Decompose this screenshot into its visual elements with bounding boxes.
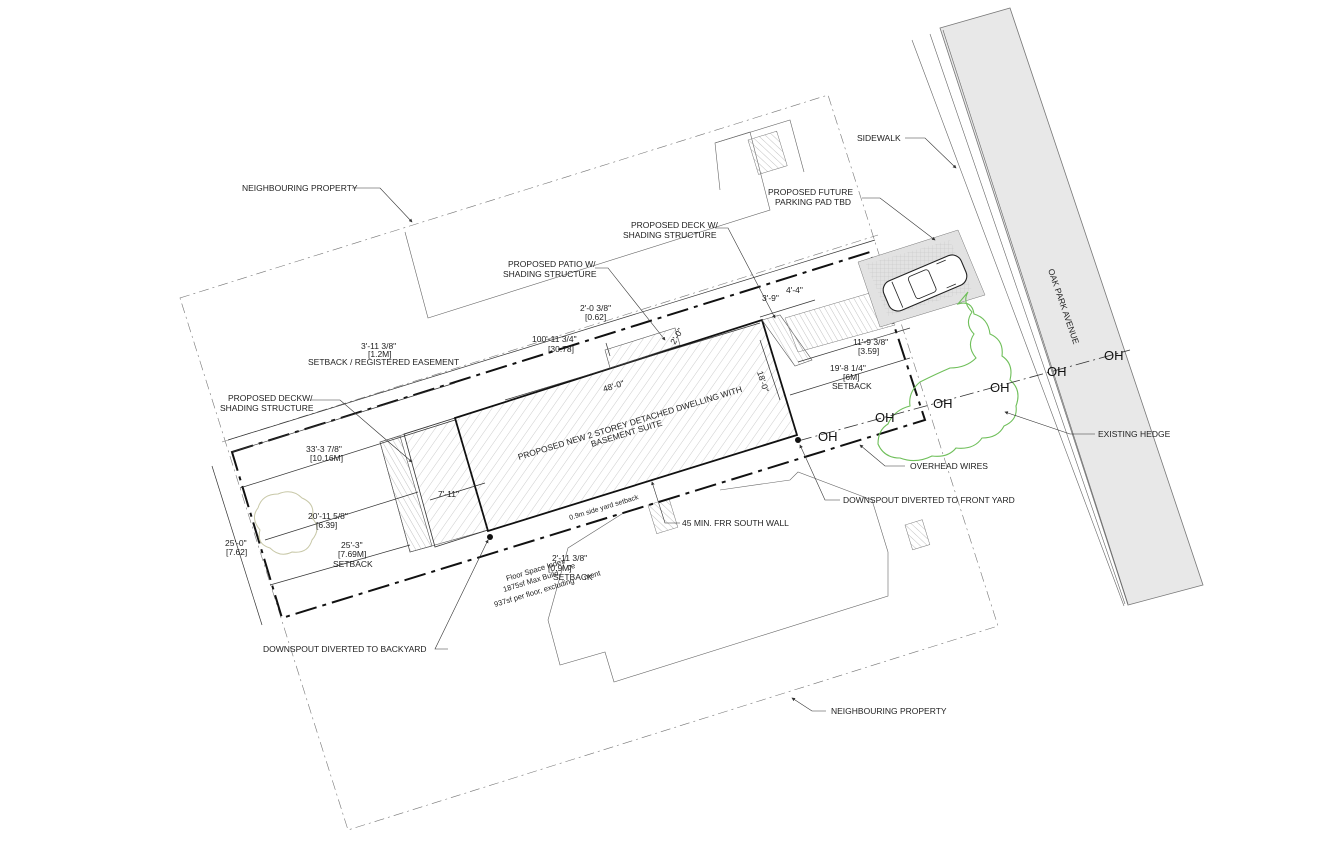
dim-rear-c: 25'-3" (341, 540, 363, 550)
label-sidewalk: SIDEWALK (857, 133, 901, 143)
rear-deck (379, 417, 489, 553)
overall-boundary (179, 94, 999, 831)
easement-line (221, 234, 879, 443)
label-front-deck-2: SHADING STRUCTURE (623, 230, 717, 240)
label-neighbouring-south: NEIGHBOURING PROPERTY (831, 706, 947, 716)
dim-setback-south-m: [0.9M] (548, 563, 572, 573)
neighbour-north-building (404, 119, 805, 319)
label-existing-hedge: EXISTING HEDGE (1098, 429, 1171, 439)
label-fsi-tail-a: ce (566, 561, 576, 572)
dim-rear-a-m: [10.16M] (310, 453, 343, 463)
label-downspout-back: DOWNSPOUT DIVERTED TO BACKYARD (263, 644, 427, 654)
dim-setback-north-m: [1.2M] (368, 349, 392, 359)
oh-mark-3: OH (933, 396, 953, 411)
dim-rear-a: 33'-3 7/8" (306, 444, 342, 454)
overhead-wires: OH OH OH OH OH OH (487, 348, 1131, 540)
dim-deck-a: 3'-9" (762, 293, 779, 303)
dim-rear-b-m: [6.39] (316, 520, 337, 530)
dimension-lines (211, 239, 911, 626)
dim-patio-offset: 2'-0 3/8" (580, 303, 611, 313)
dim-front-a: 11'-9 3/8" (853, 337, 888, 347)
dim-setback-north: 3'-11 3/8" (361, 341, 396, 351)
tree-icon (254, 491, 318, 555)
dim-front-a-m: [3.59] (858, 346, 879, 356)
oh-mark-6: OH (1104, 348, 1124, 363)
label-rear-deck-1: PROPOSED DECKW/ (228, 393, 313, 403)
parking-pad (857, 229, 986, 328)
car-icon (882, 254, 968, 312)
oh-mark-1: OH (818, 429, 838, 444)
dim-lot-width: 25'-0" (225, 538, 247, 548)
dwelling: PROPOSED NEW 2 STOREY DETACHED DWELLING … (453, 318, 799, 533)
oh-mark-2: OH (875, 410, 895, 425)
dim-front-b: 19'-8 1/4" (830, 363, 866, 373)
dim-rear-b: 20'-11 5/8" (308, 511, 348, 521)
property-line (230, 250, 927, 620)
label-parking-2: PARKING PAD TBD (775, 197, 851, 207)
label-patio-2: SHADING STRUCTURE (503, 269, 597, 279)
label-neighbouring-north: NEIGHBOURING PROPERTY (242, 183, 358, 193)
dim-front-b-label: SETBACK (832, 381, 872, 391)
street: OAK PARK AVENUE (911, 7, 1204, 607)
dim-front-b-m: [6M] (843, 372, 860, 382)
label-rear-deck-2: SHADING STRUCTURE (220, 403, 314, 413)
oh-mark-4: OH (990, 380, 1010, 395)
dim-lot-width-m: [7.62] (226, 547, 247, 557)
dim-rear-c-label: SETBACK (333, 559, 373, 569)
label-parking-1: PROPOSED FUTURE (768, 187, 853, 197)
dim-lot-depth-m: [30.78] (548, 344, 574, 354)
dim-setback-south: 2'-11 3/8" (552, 553, 587, 563)
dim-rear-c-m: [7.69M] (338, 549, 366, 559)
dim-deck-b: 4'-4" (786, 285, 803, 295)
dim-patio-offset-m: [0.62] (585, 312, 606, 322)
oh-mark-5: OH (1047, 364, 1067, 379)
hedge-icon (877, 291, 1019, 462)
leader-lines (310, 137, 1095, 712)
dim-setback-north-label: SETBACK / REGISTERED EASEMENT (308, 357, 459, 367)
label-front-deck-1: PROPOSED DECK W/ (631, 220, 719, 230)
dim-lot-depth: 100'-11 3/4" (532, 334, 577, 344)
dim-rear-deck-depth: 7'-11" (438, 489, 459, 499)
label-downspout-front: DOWNSPOUT DIVERTED TO FRONT YARD (843, 495, 1015, 505)
label-overhead-wires: OVERHEAD WIRES (910, 461, 988, 471)
neighbour-south-building (547, 471, 931, 683)
label-frr-wall: 45 MIN. FRR SOUTH WALL (682, 518, 789, 528)
label-patio-1: PROPOSED PATIO W/ (508, 259, 596, 269)
dim-setback-south-label: SETBACK (553, 572, 593, 582)
